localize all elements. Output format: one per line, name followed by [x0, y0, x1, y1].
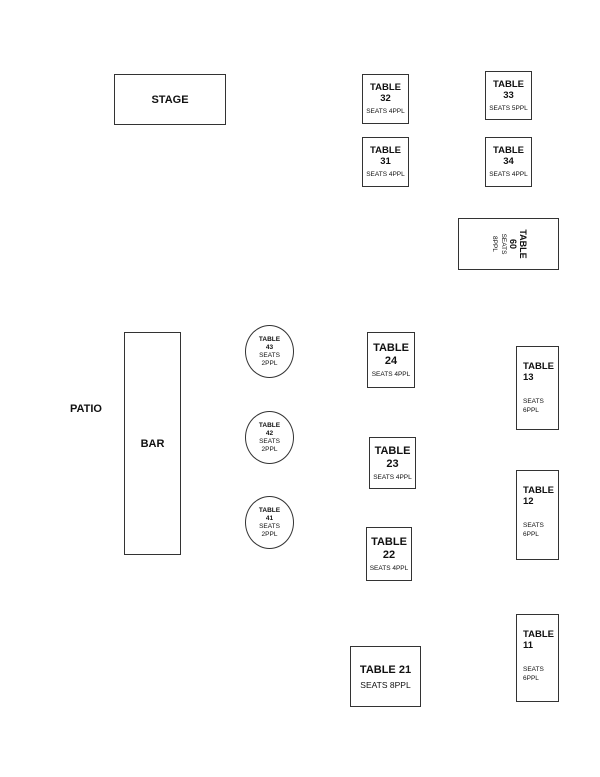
table-42-label: TABLE [258, 421, 281, 429]
table-31-seats: SEATS 4PPL [366, 171, 405, 178]
table-32-seats: SEATS 4PPL [366, 108, 405, 115]
table-60-number: 60 [507, 238, 518, 249]
table-11-label: TABLE [523, 629, 554, 640]
table-13[interactable]: TABLE 13 SEATS 6PPL [516, 346, 559, 430]
table-42-seats-1: SEATS [259, 437, 280, 445]
table-23-label: TABLE [374, 444, 411, 457]
table-43-seats-2: 2PPL [261, 359, 278, 367]
table-12-number: 12 [523, 496, 534, 507]
table-11-seats-2: 6PPL [523, 675, 539, 682]
bar-area: BAR [124, 332, 181, 555]
table-41-label: TABLE [258, 506, 281, 514]
table-21-label: TABLE 21 [359, 663, 412, 676]
table-13-seats-2: 6PPL [523, 407, 539, 414]
table-23-number: 23 [386, 457, 399, 470]
table-21-seats: SEATS 8PPL [360, 679, 411, 690]
table-23[interactable]: TABLE 23 SEATS 4PPL [369, 437, 416, 489]
table-42[interactable]: TABLE 42 SEATS 2PPL [245, 411, 294, 464]
table-41-seats-1: SEATS [259, 522, 280, 530]
table-43-number: 43 [265, 343, 274, 351]
table-11[interactable]: TABLE 11 SEATS 6PPL [516, 614, 559, 702]
table-12[interactable]: TABLE 12 SEATS 6PPL [516, 470, 559, 560]
table-12-label: TABLE [523, 485, 554, 496]
table-11-seats-1: SEATS [523, 666, 544, 673]
table-60[interactable]: TABLE 60 SEATS 8PPL [458, 218, 559, 270]
table-41[interactable]: TABLE 41 SEATS 2PPL [245, 496, 294, 549]
table-34-number: 34 [503, 156, 514, 167]
table-60-seats-1: SEATS [499, 233, 507, 255]
table-31-number: 31 [380, 156, 391, 167]
table-23-seats: SEATS 4PPL [373, 473, 412, 481]
table-33-seats: SEATS 5PPL [489, 104, 528, 112]
table-32-label: TABLE [370, 82, 401, 93]
patio-label: PATIO [70, 403, 102, 415]
table-22-seats: SEATS 4PPL [369, 564, 409, 572]
table-34[interactable]: TABLE 34 SEATS 4PPL [485, 137, 532, 187]
table-22[interactable]: TABLE 22 SEATS 4PPL [366, 527, 412, 581]
stage-label: STAGE [151, 93, 189, 106]
table-12-seats-1: SEATS [523, 522, 544, 529]
table-31[interactable]: TABLE 31 SEATS 4PPL [362, 137, 409, 187]
table-21[interactable]: TABLE 21 SEATS 8PPL [350, 646, 421, 707]
table-22-number: 22 [382, 548, 396, 561]
table-42-seats-2: 2PPL [261, 445, 278, 453]
table-13-label: TABLE [523, 361, 554, 372]
table-34-label: TABLE [493, 145, 524, 156]
table-41-number: 41 [265, 514, 274, 522]
table-12-seats-2: 6PPL [523, 531, 539, 538]
table-32[interactable]: TABLE 32 SEATS 4PPL [362, 74, 409, 124]
table-41-seats-2: 2PPL [261, 530, 278, 538]
table-43-label: TABLE [258, 335, 281, 343]
table-33[interactable]: TABLE 33 SEATS 5PPL [485, 71, 532, 120]
table-33-label: TABLE [493, 78, 524, 90]
table-24-number: 24 [384, 354, 398, 367]
bar-label: BAR [140, 437, 165, 450]
table-60-seats-2: 8PPL [490, 236, 498, 252]
table-43[interactable]: TABLE 43 SEATS 2PPL [245, 325, 294, 378]
table-34-seats: SEATS 4PPL [489, 171, 528, 178]
table-22-label: TABLE [371, 535, 407, 548]
table-24-label: TABLE [373, 341, 409, 354]
table-13-seats-1: SEATS [523, 398, 544, 405]
table-60-label: TABLE [517, 229, 528, 259]
table-42-number: 42 [265, 429, 274, 437]
table-24[interactable]: TABLE 24 SEATS 4PPL [367, 332, 415, 388]
table-43-seats-1: SEATS [259, 351, 280, 359]
table-11-number: 11 [523, 640, 534, 651]
table-31-label: TABLE [370, 145, 401, 156]
table-13-number: 13 [523, 372, 534, 383]
table-60-text: TABLE 60 SEATS 8PPL [490, 229, 528, 258]
stage-area: STAGE [114, 74, 226, 125]
table-24-seats: SEATS 4PPL [371, 370, 411, 378]
table-32-number: 32 [380, 93, 391, 104]
table-33-number: 33 [503, 89, 514, 101]
